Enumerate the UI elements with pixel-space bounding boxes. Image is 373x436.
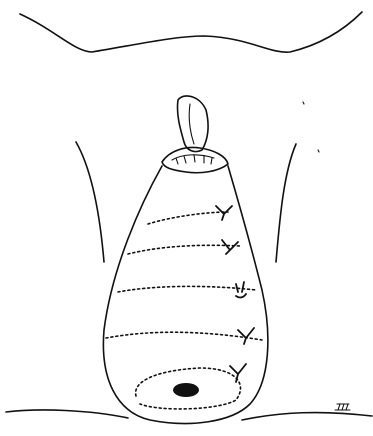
stray-mark-2: [318, 150, 319, 152]
labia-hood: [177, 96, 208, 152]
suture-row-2: [128, 245, 240, 254]
cervical-os: [173, 383, 199, 397]
right-thigh-contour: [276, 144, 296, 262]
suture-knot-3: [236, 282, 246, 297]
left-buttock-contour: [6, 410, 128, 418]
suture-knot-4: [238, 328, 254, 344]
external-genitalia: [162, 96, 228, 173]
suture-row-4: [106, 332, 262, 340]
abdomen-contour: [20, 12, 362, 52]
left-thigh-contour: [76, 142, 104, 262]
suture-row-3: [118, 286, 256, 292]
right-buttock-contour: [242, 413, 372, 420]
stray-mark: [303, 102, 304, 104]
hood-inner-fold: [189, 104, 194, 144]
suture-knots: [216, 206, 254, 382]
suture-row-1: [148, 212, 228, 224]
ring-inner: [172, 155, 214, 160]
artist-mark: [335, 404, 350, 410]
body-outline: [6, 12, 372, 420]
suture-knot-2: [222, 240, 238, 254]
